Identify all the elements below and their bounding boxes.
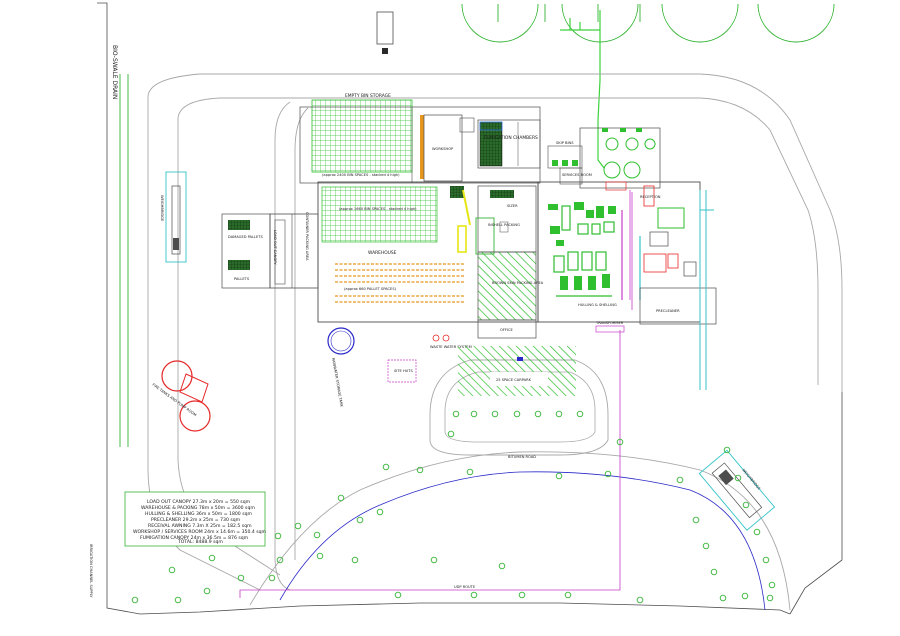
green-service-line — [560, 10, 605, 169]
hulling-shelling-building — [537, 181, 701, 323]
transformer — [595, 325, 625, 333]
fumigation-chambers — [477, 119, 541, 169]
carpark-label: 25 SPACE CARPARK — [496, 378, 532, 382]
pallets-area — [221, 213, 271, 289]
workshop-label: WORKSHOP — [432, 147, 454, 151]
receival-canopy — [579, 127, 661, 207]
udp-route — [239, 190, 631, 598]
inshell-packing-label: INSHELL PACKING — [488, 223, 520, 227]
bitumen-road-label: BITUMEN ROAD — [508, 455, 536, 459]
rainwater-tank-label: RAINWATER STORAGE TANK — [331, 357, 344, 407]
rainwater-tank — [327, 327, 355, 355]
weighbridge-right-label: WEIGHBRIDGE — [741, 468, 761, 491]
services-room — [559, 167, 583, 185]
site-huts-label: SITE HUTS — [394, 369, 413, 373]
workshop — [423, 114, 475, 182]
fire-tanks-label: FIRE TANKS AND PUMP ROOM — [151, 383, 197, 418]
carpark — [458, 346, 576, 396]
bin-2400-label: (approx 2400 BIN SPACES - stacked 4 high… — [322, 173, 400, 177]
empty-bin-storage-label: EMPTY BIN STORAGE — [345, 93, 391, 99]
area-line-5: RECEIVAL AWNING 7.3m X 25m = 182.5 sqm — [148, 523, 252, 529]
container-packing-label: CONTAINER PACKING AREA — [305, 212, 309, 261]
weighbridge-left — [165, 171, 187, 263]
pallets-label: PALLETS — [234, 277, 250, 281]
services-room-label: SERVICES ROOM — [562, 173, 592, 177]
empty-bin-storage — [299, 99, 541, 184]
irrigation-label: IRRIGATION CHANNEL SUPPLY — [89, 544, 93, 598]
brown-skin-label: BROWN SKIN PACKING AREA — [492, 281, 544, 285]
waste-water — [432, 334, 450, 342]
udp-route-label: UDP ROUTE — [454, 585, 476, 589]
sizer-area — [475, 185, 537, 321]
site-boundary — [97, 2, 843, 615]
hulling-shelling-label: HULLING & SHELLING — [578, 303, 617, 307]
area-line-3: HULLING & SHELLING 36m x 50m = 1800 sqm — [145, 511, 253, 517]
area-total: TOTAL: 8488.9 sqm — [177, 539, 223, 545]
transformer-label: TRANSFORMER — [595, 321, 624, 325]
area-line-7: FUMIGATION CANOPY 24m x 36.5m = 876 sqm — [140, 535, 249, 541]
precleaner-label: PRECLEANER — [656, 309, 680, 313]
area-line-2: WAREHOUSE & PACKING 78m x 50m = 3600 sqm — [141, 505, 255, 511]
skip-bins — [547, 145, 583, 169]
area-line-1: LOAD OUT CANOPY 27.3m x 20m = 550 sqm — [147, 499, 251, 505]
fumigation-chambers-label: FUMIGATION CHAMBERS — [484, 135, 538, 141]
site-huts — [387, 359, 417, 383]
precleaner — [639, 190, 717, 390]
skip-bins-label: SKIP BINS — [556, 141, 574, 145]
weighbridge-right — [698, 449, 776, 531]
bio-swale-label: BIO-SWALE DRAIN — [111, 45, 118, 99]
area-schedule: LOAD OUT CANOPY 27.3m x 20m = 550 sqm WA… — [124, 491, 267, 547]
pallet-660-label: (approx 660 PALLET SPACES) — [344, 287, 397, 291]
top-small-structure — [376, 11, 394, 54]
load-out-canopy-label: LOAD OUT CANOPY — [273, 230, 277, 265]
top-green-circles — [461, 3, 835, 43]
weighbridge-left-label: WEIGHBRIDGE — [160, 195, 164, 222]
area-line-6: WORKSHOP / SERVICES ROOM 24m x 14.6m = 3… — [133, 529, 267, 535]
office — [477, 319, 537, 339]
damaged-pallets-label: DAMAGED PALLETS — [228, 235, 263, 239]
waste-water-label: WASTE WATER SYSTEM — [430, 345, 472, 349]
office-label: OFFICE — [500, 328, 514, 332]
warehouse-building — [317, 181, 539, 323]
pallet-racks — [335, 263, 465, 303]
fire-tanks — [161, 360, 211, 432]
warehouse-label: WAREHOUSE — [368, 250, 397, 256]
bin-1660-label: (approx 1660 BIN SPACES - stacked 4 high… — [339, 207, 417, 211]
reception-label: RECEPTION — [640, 195, 661, 199]
haul-road — [147, 73, 843, 591]
sizer-label: SIZER — [507, 204, 518, 208]
area-line-4: PRECLEANER 29.2m x 25m = 730 sqm — [151, 517, 241, 523]
